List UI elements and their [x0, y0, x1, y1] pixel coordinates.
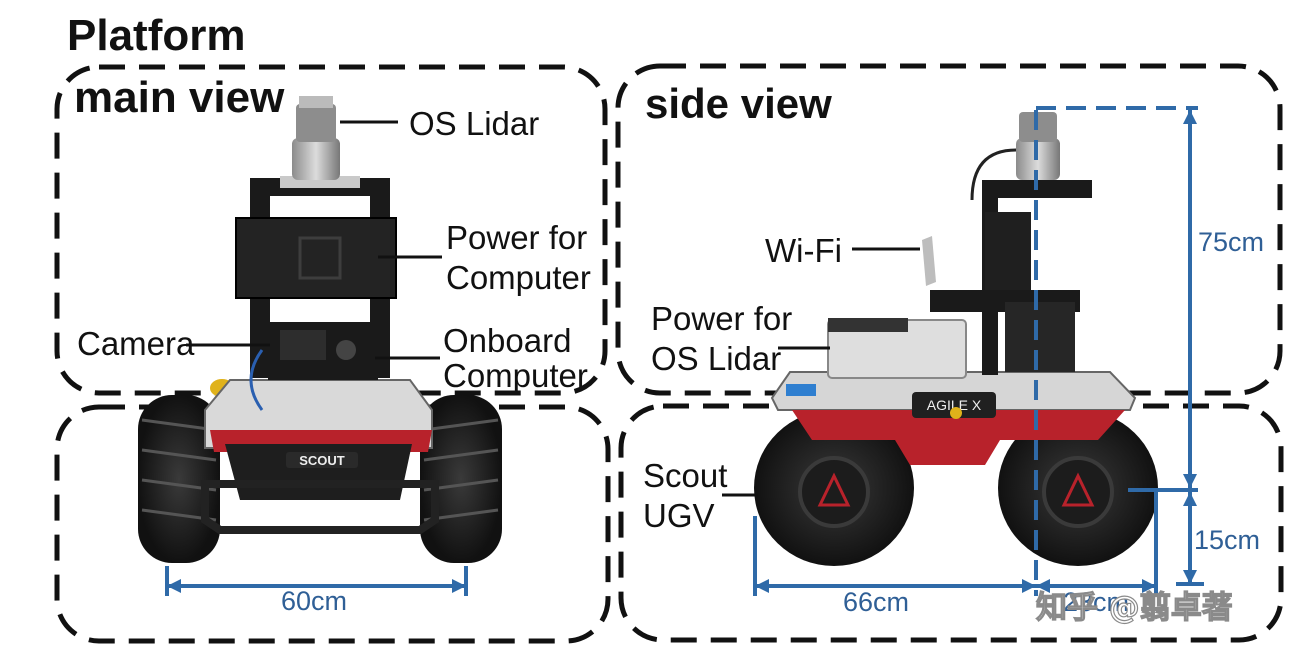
- frame-main-view-bottom: [54, 404, 611, 644]
- label-wifi: Wi-Fi: [765, 232, 842, 269]
- label-camera: Camera: [77, 325, 195, 362]
- frame-main-view-top: [54, 64, 608, 396]
- front-brand-text: SCOUT: [299, 453, 345, 468]
- label-power-computer-2: Computer: [446, 259, 591, 296]
- callout-leaders: [186, 120, 920, 497]
- title-side-view: side view: [645, 80, 832, 127]
- front-lidar: [292, 138, 340, 180]
- label-os-lidar: OS Lidar: [409, 105, 539, 142]
- label-scout: Scout: [643, 457, 727, 494]
- label-power-computer-1: Power for: [446, 219, 587, 256]
- label-ugv: UGV: [643, 497, 715, 534]
- label-power-lidar-1: Power for: [651, 300, 792, 337]
- label-onboard-2: Computer: [443, 357, 588, 394]
- dim-side-length: 66cm: [843, 587, 909, 617]
- dim-height-upper: 75cm: [1198, 227, 1264, 257]
- watermark: 知乎 @翦卓著: [1036, 590, 1233, 626]
- front-left-tire: [138, 395, 220, 563]
- dimension-arrowheads: [167, 110, 1197, 593]
- front-right-tire: [420, 395, 502, 563]
- dim-front-width: 60cm: [281, 586, 347, 616]
- side-robot: AGILE X: [754, 112, 1158, 566]
- dimension-lines: [165, 106, 1204, 596]
- side-brand-text: AGILE X: [927, 397, 982, 413]
- front-power-box: [235, 217, 397, 299]
- label-power-lidar-2: OS Lidar: [651, 340, 781, 377]
- title-platform: Platform: [67, 11, 245, 60]
- front-robot: SCOUT: [138, 96, 502, 563]
- dim-height-lower: 15cm: [1194, 525, 1260, 555]
- dim-rear-offset: 23cm: [1063, 587, 1129, 617]
- title-main-view: main view: [74, 73, 285, 122]
- label-onboard-1: Onboard: [443, 322, 571, 359]
